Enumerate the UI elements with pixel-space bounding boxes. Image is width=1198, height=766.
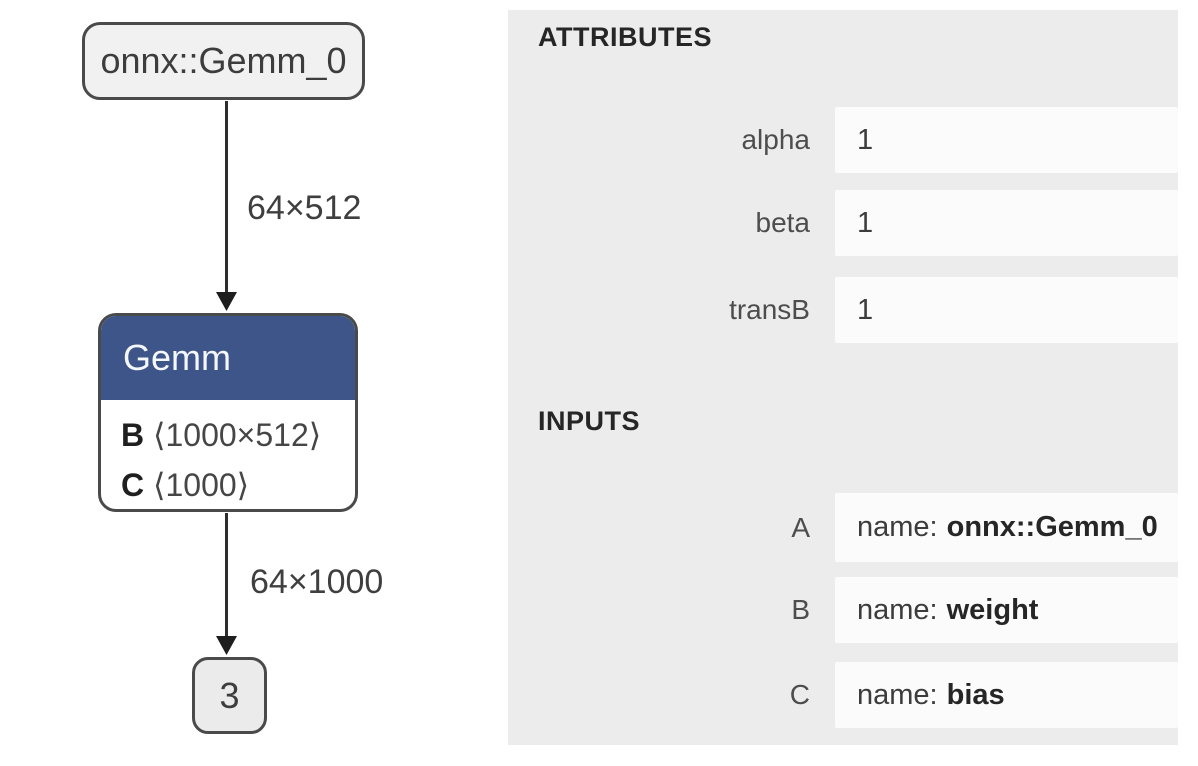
attribute-label: alpha [741,124,810,155]
attribute-value-box[interactable]: 1 [835,190,1178,256]
input-row-b: B name: weight [508,577,1178,643]
attribute-row-transb: transB 1 [508,277,1178,343]
input-name-value: weight [946,593,1039,626]
input-label: C [789,679,810,710]
attribute-value-box[interactable]: 1 [835,107,1178,173]
output-node-label: 3 [219,674,240,716]
attributes-section-title: ATTRIBUTES [538,22,712,52]
graph-node-gemm[interactable]: Gemm B ⟨1000×512⟩ C ⟨1000⟩ [98,313,358,512]
param-key: B [121,417,145,453]
param-key: C [121,467,145,503]
input-node-label: onnx::Gemm_0 [100,40,347,81]
gemm-node-title: Gemm [123,337,231,378]
graph-node-input[interactable]: onnx::Gemm_0 [82,22,365,100]
attribute-row-alpha: alpha 1 [508,107,1178,173]
attribute-value: 1 [857,293,874,326]
param-shape: ⟨1000⟩ [153,467,250,503]
input-row-a: A name: onnx::Gemm_0 [508,493,1178,562]
gemm-node-body: B ⟨1000×512⟩ C ⟨1000⟩ [101,400,355,509]
param-shape: ⟨1000×512⟩ [153,417,322,453]
input-value-box[interactable]: name: onnx::Gemm_0 [835,493,1178,562]
properties-sidebar: ATTRIBUTES alpha 1 beta 1 transB 1 INPUT… [508,10,1178,745]
attribute-value-box[interactable]: 1 [835,277,1178,343]
gemm-node-header: Gemm [101,316,355,400]
input-name-prefix: name: [857,511,938,543]
gemm-param-b: B ⟨1000×512⟩ [121,410,355,460]
input-value-box[interactable]: name: weight [835,577,1178,643]
attribute-value: 1 [857,123,874,156]
attribute-row-beta: beta 1 [508,190,1178,256]
inputs-section-title: INPUTS [538,406,641,436]
attribute-value: 1 [857,206,874,239]
attribute-label: beta [755,207,811,238]
gemm-param-c: C ⟨1000⟩ [121,460,355,509]
attribute-label: transB [729,294,810,325]
graph-canvas[interactable]: onnx::Gemm_0 64×512 Gemm B ⟨1000×512⟩ C … [0,0,508,766]
input-name-value: bias [946,678,1005,711]
input-label: B [791,594,810,625]
graph-node-output[interactable]: 3 [192,657,267,734]
edge-shape-label: 64×1000 [250,563,384,601]
input-value-box[interactable]: name: bias [835,662,1178,728]
input-name-value: onnx::Gemm_0 [946,511,1158,543]
edge-shape-label: 64×512 [247,189,362,227]
arrowhead-icon [216,636,237,655]
input-name-prefix: name: [857,678,938,711]
input-row-c: C name: bias [508,662,1178,728]
input-label: A [791,511,810,543]
arrowhead-icon [216,292,237,311]
input-name-prefix: name: [857,593,938,626]
